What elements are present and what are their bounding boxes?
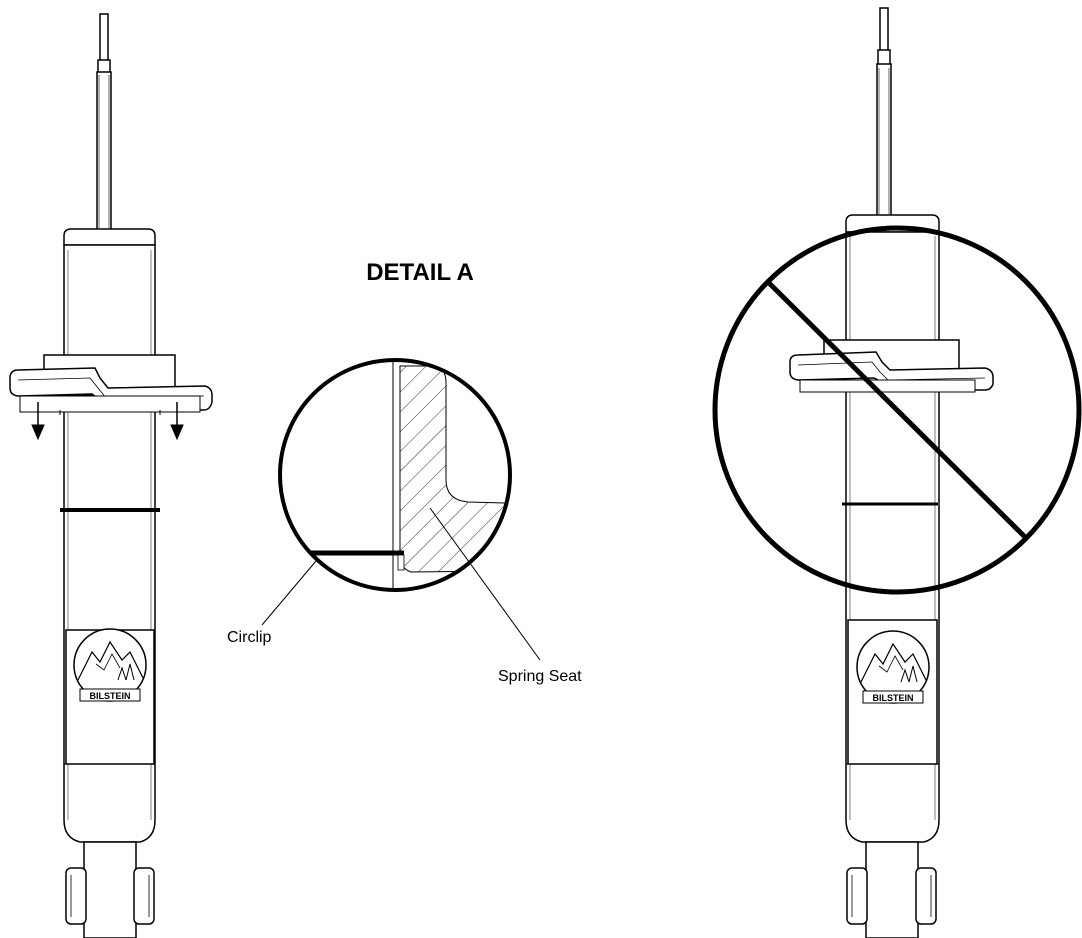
spring-seat-label: Spring Seat: [498, 668, 582, 685]
brand-logo-right: BILSTEIN: [856, 630, 930, 704]
no-sign-icon: [712, 225, 1082, 595]
circlip-leader: [261, 560, 317, 626]
detail-title: DETAIL A: [366, 259, 474, 286]
brand-text-right: BILSTEIN: [872, 693, 913, 703]
brand-text-left: BILSTEIN: [89, 691, 130, 701]
top-cap-left: [63, 228, 156, 246]
lower-mount-left: [83, 841, 137, 938]
lower-mount-right: [865, 841, 919, 938]
brand-logo-left: BILSTEIN: [73, 628, 147, 702]
circlip-label: Circlip: [227, 629, 272, 646]
arrow-down-icon: [31, 402, 184, 441]
detail-a-circle: [278, 358, 512, 592]
spring-seat-leader: [429, 507, 541, 661]
shock-absorber-left: [9, 13, 213, 938]
